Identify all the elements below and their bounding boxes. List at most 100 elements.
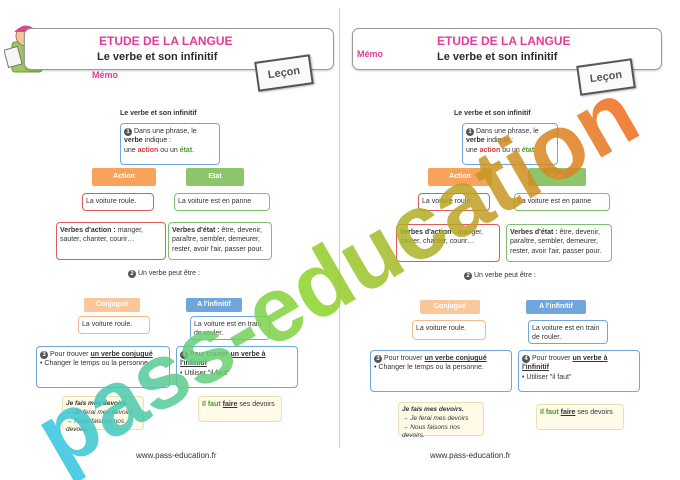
tip3-rule: Changer le temps ou la personne. <box>44 360 150 368</box>
example-infinitif-box: Il faut faire ses devoirs <box>198 396 282 422</box>
intro-etat: état <box>179 146 193 154</box>
tip3-text: Pour trouver <box>50 351 89 358</box>
page-divider <box>339 8 340 448</box>
intro-action: action <box>137 146 159 154</box>
ex3-line3: → Nous faisons nos devoirs. <box>66 417 125 434</box>
step-number: 2 <box>464 272 472 280</box>
step2-text: Un verbe peut être : <box>138 270 200 277</box>
example-action: La voiture roule. <box>82 193 154 211</box>
lecon-badge: Leçon <box>254 54 314 92</box>
tip4-rule: Utiliser "il faut" <box>184 369 230 377</box>
example-conjugue-box: Je fais mes devoirs. → Je ferai mes devo… <box>62 396 144 433</box>
list-etat-items: être, devenir, paraître, sembler, demeur… <box>172 227 264 253</box>
ex3-line2: → Je ferai mes devoirs <box>66 408 133 416</box>
step-number: 1 <box>124 128 132 136</box>
tip3-link: un verbe conjugué <box>424 355 487 362</box>
topic-label: Le verbe et son infinitif <box>454 110 531 117</box>
list-action-items: manger, sauter, chanter, courir… <box>400 229 483 246</box>
page-title: ETUDE DE LA LANGUE <box>99 34 233 48</box>
tip4-rule: Utiliser "il faut" <box>526 373 572 381</box>
form-infinitif: A l'infinitif <box>186 298 242 312</box>
category-etat: Etat <box>528 168 586 186</box>
category-etat: Etat <box>186 168 244 186</box>
intro-verbe: verbe <box>124 137 143 145</box>
step-number: 4 <box>180 351 188 359</box>
tip4-text: Pour trouver <box>190 351 229 358</box>
lecon-badge: Leçon <box>576 58 636 96</box>
list-etat: Verbes d'état : être, devenir, paraître,… <box>168 222 272 260</box>
step2-text: Un verbe peut être : <box>474 272 536 279</box>
intro-une: une <box>466 146 478 154</box>
right-page: ETUDE DE LA LANGUE Le verbe et son infin… <box>340 0 680 480</box>
conj-example: La voiture roule. <box>412 320 486 340</box>
ex4-il-faut: Il faut <box>540 409 559 416</box>
inf-example: La voiture est en train de rouler. <box>528 320 608 344</box>
tip3-link: un verbe conjugué <box>90 351 153 358</box>
category-action: Action <box>92 168 156 186</box>
intro-text: Dans une phrase, le <box>134 128 197 135</box>
footer-url[interactable]: www.pass-education.fr <box>136 451 217 460</box>
list-action-label: Verbes d'action : <box>400 229 456 236</box>
example-etat: La voiture est en panne <box>514 193 610 211</box>
step-number: 2 <box>128 270 136 278</box>
ex4-faire: faire <box>560 409 576 416</box>
step-number: 3 <box>40 351 48 359</box>
ex4-faire: faire <box>222 401 238 408</box>
page-subtitle: Le verbe et son infinitif <box>437 51 558 63</box>
example-etat: La voiture est en panne <box>174 193 270 211</box>
example-infinitif-box: Il faut faire ses devoirs <box>536 404 624 430</box>
ex4-rest: ses devoirs <box>239 401 275 408</box>
intro-ou: ou un <box>160 146 178 154</box>
list-etat-label: Verbes d'état : <box>172 227 220 234</box>
list-etat: Verbes d'état : être, devenir, paraître,… <box>506 224 612 262</box>
step-number: 4 <box>522 355 530 363</box>
tip3-text: Pour trouver <box>384 355 423 362</box>
step-number: 1 <box>466 128 474 136</box>
memo-label: Mémo <box>357 49 384 59</box>
example-action: La voiture roule. <box>418 193 490 211</box>
page-title: ETUDE DE LA LANGUE <box>437 34 571 48</box>
left-page: ETUDE DE LA LANGUE Le verbe et son infin… <box>4 25 334 460</box>
list-action-items: manger, sauter, chanter, courir… <box>60 227 143 244</box>
form-conjugue: Conjugué <box>84 298 140 312</box>
ex4-rest: ses devoirs <box>577 409 613 416</box>
ex3-line1: Je fais mes devoirs. <box>66 400 128 407</box>
intro-ou: ou un <box>502 146 520 154</box>
list-action: Verbes d'action : manger, sauter, chante… <box>396 224 500 262</box>
form-infinitif: A l'infinitif <box>526 300 586 314</box>
tip3-rule: Changer le temps ou la personne. <box>378 364 484 372</box>
intro-text-b: indique : <box>486 137 514 145</box>
step-number: 3 <box>374 355 382 363</box>
memo-label: Mémo <box>92 70 119 80</box>
intro-text-b: indique : <box>144 137 172 145</box>
list-etat-items: être, devenir, paraître, sembler, demeur… <box>510 229 602 255</box>
example-conjugue-box: Je fais mes devoirs. → Je ferai mes devo… <box>398 402 484 439</box>
page-subtitle: Le verbe et son infinitif <box>97 51 218 63</box>
footer-url[interactable]: www.pass-education.fr <box>430 451 511 460</box>
intro-verbe: verbe <box>466 137 485 145</box>
ex4-il-faut: Il faut <box>202 401 221 408</box>
topic-label: Le verbe et son infinitif <box>120 110 197 117</box>
intro-action: action <box>479 146 501 154</box>
list-action-label: Verbes d'action : <box>60 227 116 234</box>
conj-example: La voiture roule. <box>78 316 150 334</box>
ex3-line3: → Nous faisons nos devoirs. <box>402 423 461 440</box>
inf-example: La voiture est en train de rouler. <box>190 316 270 340</box>
list-action: Verbes d'action : manger, sauter, chante… <box>56 222 166 260</box>
form-conjugue: Conjugué <box>420 300 480 314</box>
intro-une: une <box>124 146 136 154</box>
intro-etat: état <box>521 146 535 154</box>
tip4-link: un verbe à l'infinitif <box>180 351 266 368</box>
tip4-link: un verbe à l'infinitif <box>522 355 608 372</box>
ex3-line2: → Je ferai mes devoirs <box>402 414 469 422</box>
intro-dot: . <box>192 146 195 154</box>
intro-text: Dans une phrase, le <box>476 128 539 135</box>
ex3-line1: Je fais mes devoirs. <box>402 406 464 413</box>
